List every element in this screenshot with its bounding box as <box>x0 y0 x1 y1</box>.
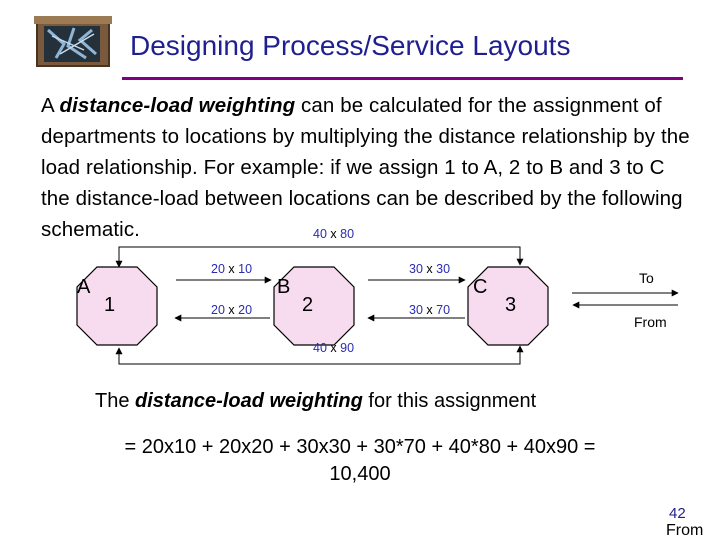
location-a-letter: A <box>77 276 91 298</box>
formula-result: 10,400 <box>329 463 391 485</box>
location-c-department: 3 <box>505 294 517 316</box>
label-ab-top: 20 x 10 <box>211 262 253 276</box>
location-a-department: 1 <box>104 294 116 316</box>
location-b-letter: B <box>277 276 291 298</box>
title-divider <box>122 77 683 80</box>
location-b-department: 2 <box>302 294 314 316</box>
location-c-octagon <box>467 266 549 346</box>
label-ac-top: 40 x 80 <box>313 227 355 241</box>
arrow-ac-bottom <box>115 345 524 365</box>
location-a-octagon <box>76 266 158 346</box>
label-ac-bottom: 40 x 90 <box>313 341 355 355</box>
caption-emphasis: distance-load weighting <box>135 390 363 412</box>
body-text-pre: A <box>41 94 60 117</box>
body-text-post: can be calculated for the assignment of … <box>41 94 690 241</box>
footer-label: From <box>666 522 704 539</box>
page-title: Designing Process/Service Layouts <box>130 30 571 61</box>
location-b-octagon <box>273 266 355 346</box>
body-emphasis: distance-load weighting <box>59 94 296 117</box>
formula-line-1: = 20x10 + 20x20 + 30x30 + 30*70 + 40*80 … <box>124 436 596 458</box>
label-bc-bottom: 30 x 70 <box>409 303 451 317</box>
logo-image <box>34 16 112 67</box>
caption: The distance-load weighting for this ass… <box>95 390 537 412</box>
label-ab-bottom: 20 x 20 <box>211 303 253 317</box>
legend-from-label: From <box>634 314 667 330</box>
legend-to-label: To <box>639 270 654 286</box>
location-c-letter: C <box>473 276 488 298</box>
arrow-ac-top <box>115 246 524 268</box>
body-paragraph: A distance-load weighting can be calcula… <box>41 90 691 245</box>
label-bc-top: 30 x 30 <box>409 262 451 276</box>
page-number: 42 <box>669 505 686 522</box>
formula: = 20x10 + 20x20 + 30x30 + 30*70 + 40*80 … <box>60 434 660 488</box>
